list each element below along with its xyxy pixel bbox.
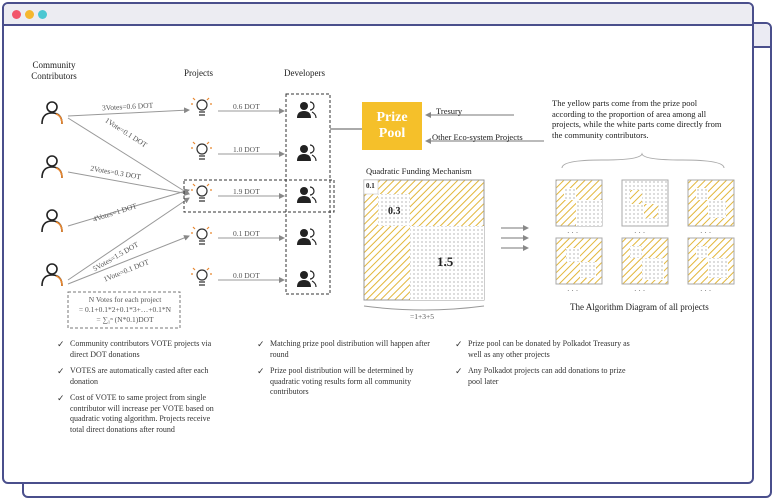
bulb-icon-2 bbox=[191, 141, 212, 160]
dots-6: · · · bbox=[700, 286, 712, 295]
bulb-icon-5 bbox=[191, 267, 212, 286]
bullet-text: Any Polkadot projects can add donations … bbox=[468, 366, 626, 386]
algo-square-2 bbox=[621, 179, 669, 227]
contributor-icon-4 bbox=[41, 263, 63, 287]
developers-header: Developers bbox=[284, 68, 325, 78]
bullet-1-1: ✓ Community contributors VOTE projects vi… bbox=[57, 339, 220, 360]
project-amount-2: 1.0 DOT bbox=[233, 145, 260, 154]
vote-lines bbox=[67, 107, 190, 285]
developers-box bbox=[285, 93, 331, 295]
bullet-2-1: ✓ Matching prize pool distribution will h… bbox=[257, 339, 430, 360]
project-icons bbox=[191, 97, 212, 286]
qf-sum: =1+3+5 bbox=[410, 312, 434, 321]
other-projects-label: Other Eco-system Projects bbox=[432, 132, 523, 142]
transition-arrows bbox=[501, 225, 529, 251]
bullet-3-2: ✓ Any Polkadot projects can add donations… bbox=[455, 366, 638, 387]
formula-line-2: = 0.1+0.1*2+0.1*3+…+0.1*N bbox=[78, 305, 172, 314]
maximize-dot[interactable] bbox=[38, 10, 47, 19]
diagram-canvas bbox=[41, 93, 735, 329]
developer-icons bbox=[297, 101, 317, 288]
bullet-text: VOTES are automatically casted after eac… bbox=[70, 366, 209, 386]
qf-value-3: 1.5 bbox=[437, 254, 454, 269]
contributors-header: Community Contributors bbox=[31, 60, 77, 81]
close-dot[interactable] bbox=[12, 10, 21, 19]
bullet-2-2: ✓ Prize pool distribution will be determi… bbox=[257, 366, 430, 398]
developer-icon-4 bbox=[297, 228, 317, 246]
formula-box bbox=[67, 291, 181, 329]
qf-square bbox=[363, 179, 485, 311]
check-icon: ✓ bbox=[57, 339, 65, 349]
dots-3: · · · bbox=[700, 228, 712, 237]
algorithm-caption: The Algorithm Diagram of all projects bbox=[570, 302, 709, 312]
bullet-1-3: ✓ Cost of VOTE to same project from singl… bbox=[57, 393, 220, 435]
treasury-label: Tresury bbox=[436, 106, 463, 116]
minimize-dot[interactable] bbox=[25, 10, 34, 19]
check-icon: ✓ bbox=[257, 339, 265, 349]
contributor-icon-2 bbox=[41, 155, 63, 179]
qf-value-2: 0.3 bbox=[388, 206, 401, 217]
bullet-text: Community contributors VOTE projects via… bbox=[70, 339, 212, 359]
project-arrows bbox=[218, 108, 285, 283]
qf-brace bbox=[363, 305, 485, 311]
developer-icon-2 bbox=[297, 144, 317, 162]
bullet-text: Cost of VOTE to same project from single… bbox=[70, 393, 214, 434]
algorithm-grid bbox=[555, 179, 735, 285]
algo-square-3 bbox=[687, 179, 735, 227]
contributor-icons bbox=[41, 101, 63, 287]
dots-4: · · · bbox=[567, 286, 579, 295]
bullet-text: Prize pool can be donated by Polkadot Tr… bbox=[468, 339, 630, 359]
check-icon: ✓ bbox=[57, 366, 65, 376]
formula-line-1: N Votes for each project bbox=[88, 295, 162, 304]
formula-line-3: = ∑₁ⁿ (N*0.1)DOT bbox=[96, 315, 154, 324]
algo-square-4 bbox=[555, 237, 603, 285]
contributor-icon-1 bbox=[41, 101, 63, 125]
check-icon: ✓ bbox=[57, 393, 65, 403]
project-amount-3: 1.9 DOT bbox=[233, 187, 260, 196]
algo-square-1 bbox=[555, 179, 603, 227]
bulb-icon-3 bbox=[191, 183, 212, 202]
project-amount-4: 0.1 DOT bbox=[233, 229, 260, 238]
window-titlebar bbox=[4, 4, 752, 26]
contributor-icon-3 bbox=[41, 209, 63, 233]
main-window: Community Contributors Projects Develope… bbox=[2, 2, 754, 484]
bullet-1-2: ✓ VOTES are automatically casted after ea… bbox=[57, 366, 220, 387]
project-amount-5: 0.0 DOT bbox=[233, 271, 260, 280]
explanation-text: The yellow parts come from the prize poo… bbox=[552, 98, 722, 140]
check-icon: ✓ bbox=[455, 339, 463, 349]
bulb-icon-1 bbox=[191, 97, 212, 116]
algo-square-6 bbox=[687, 237, 735, 285]
check-icon: ✓ bbox=[257, 366, 265, 376]
highlight-row-box bbox=[183, 179, 335, 213]
dots-5: · · · bbox=[634, 286, 646, 295]
projects-header: Projects bbox=[184, 68, 213, 78]
developer-icon-5 bbox=[297, 270, 317, 288]
developer-icon-1 bbox=[297, 101, 317, 119]
check-icon: ✓ bbox=[455, 366, 463, 376]
bulb-icon-4 bbox=[191, 226, 212, 245]
bullet-3-1: ✓ Prize pool can be donated by Polkadot T… bbox=[455, 339, 638, 360]
prize-pool-line-2: Pool bbox=[378, 126, 406, 141]
bullet-text: Prize pool distribution will be determin… bbox=[270, 366, 414, 396]
project-amount-1: 0.6 DOT bbox=[233, 102, 260, 111]
bullet-text: Matching prize pool distribution will ha… bbox=[270, 339, 430, 359]
qf-value-1: 0.1 bbox=[366, 182, 375, 190]
dots-2: · · · bbox=[634, 228, 646, 237]
algo-square-5 bbox=[621, 237, 669, 285]
dots-1: · · · bbox=[567, 228, 579, 237]
qf-title: Quadratic Funding Mechanism bbox=[366, 166, 472, 176]
developer-icon-3 bbox=[297, 186, 317, 204]
prize-pool-line-1: Prize bbox=[376, 110, 408, 125]
algorithm-brace bbox=[561, 152, 725, 169]
